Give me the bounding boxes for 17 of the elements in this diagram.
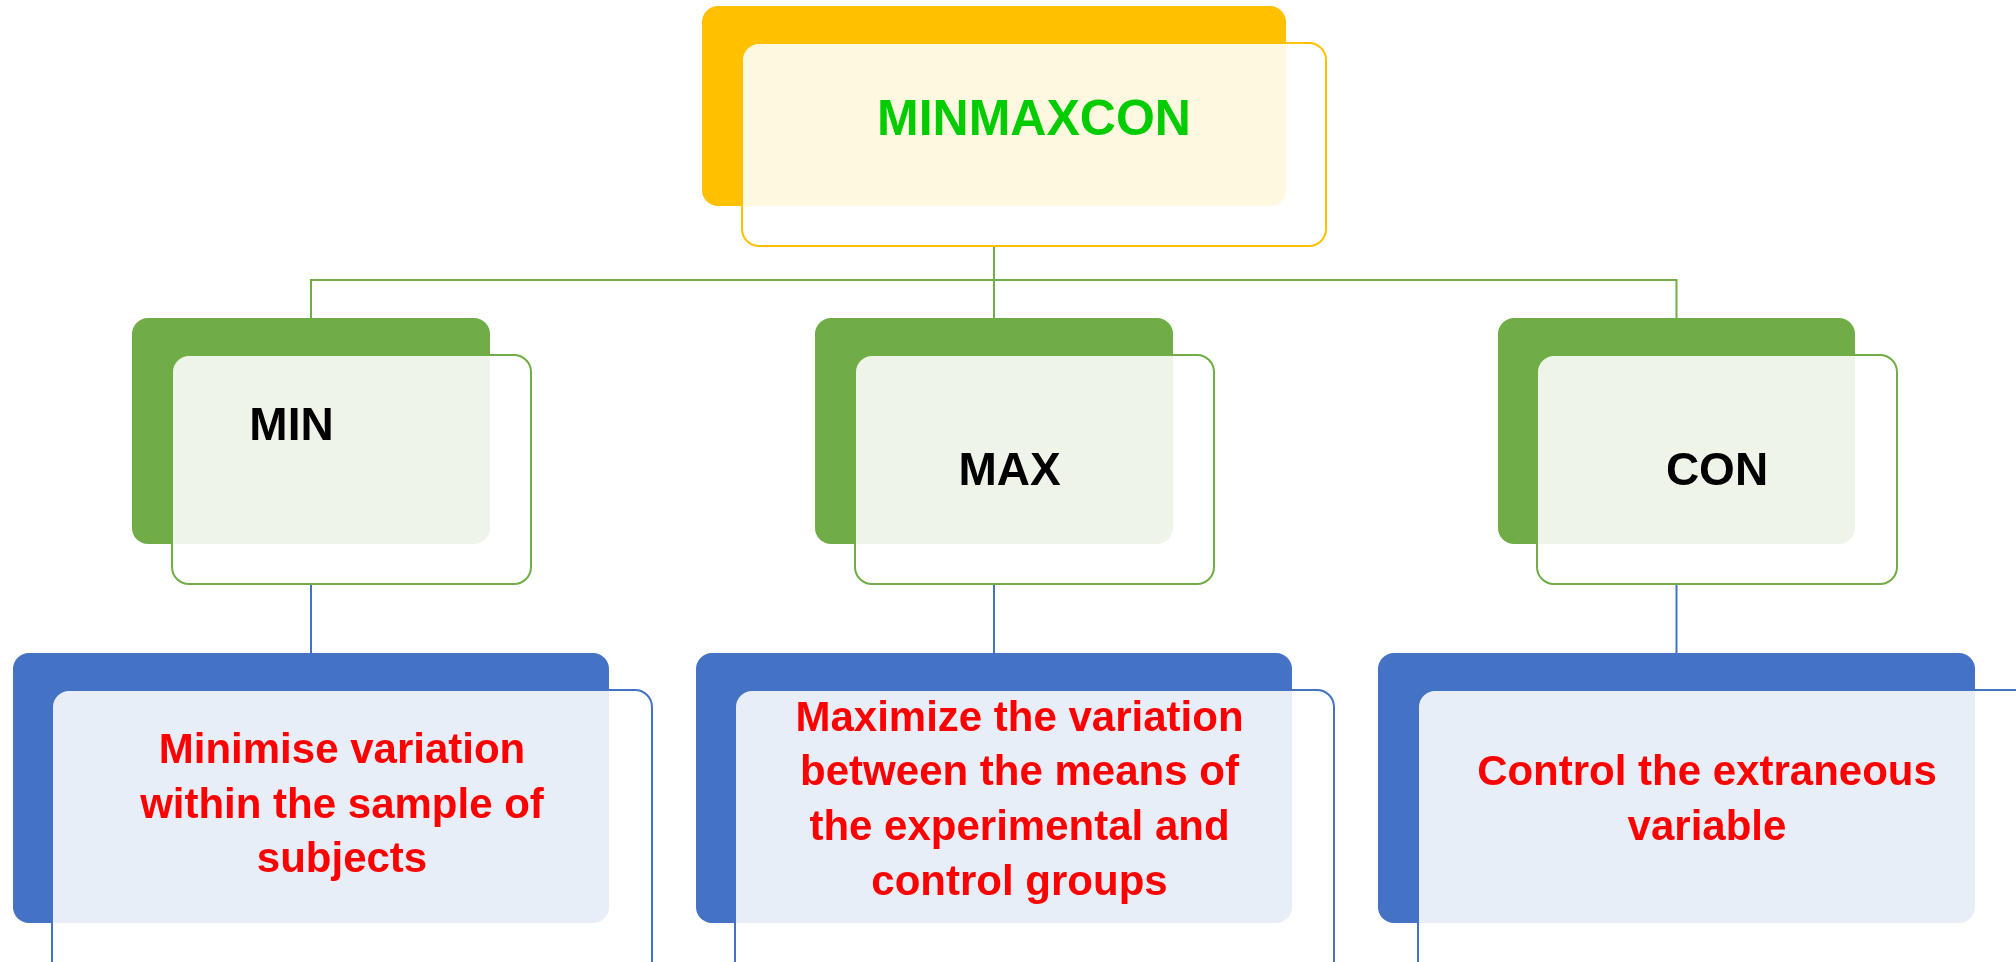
box-title: MINMAXCON (877, 89, 1191, 148)
box-description: Minimise variation within the sample of subjects (139, 724, 545, 884)
process-box (734, 689, 1335, 962)
process-box (1536, 354, 1898, 585)
box-description: Control the extraneous variable (1476, 746, 1938, 851)
box-title: MIN (249, 396, 334, 452)
process-box (854, 354, 1215, 585)
process-box (51, 689, 653, 962)
process-box (1417, 689, 2016, 962)
box-title: MAX (958, 441, 1061, 497)
connector-line (310, 584, 312, 654)
process-box (171, 354, 532, 585)
process-box (741, 42, 1327, 247)
box-title: CON (1665, 441, 1769, 497)
box-description: Maximize the variation between the means of the experimental and control groups (794, 691, 1245, 906)
connector-line (993, 584, 995, 654)
connector-line (1675, 584, 1678, 654)
